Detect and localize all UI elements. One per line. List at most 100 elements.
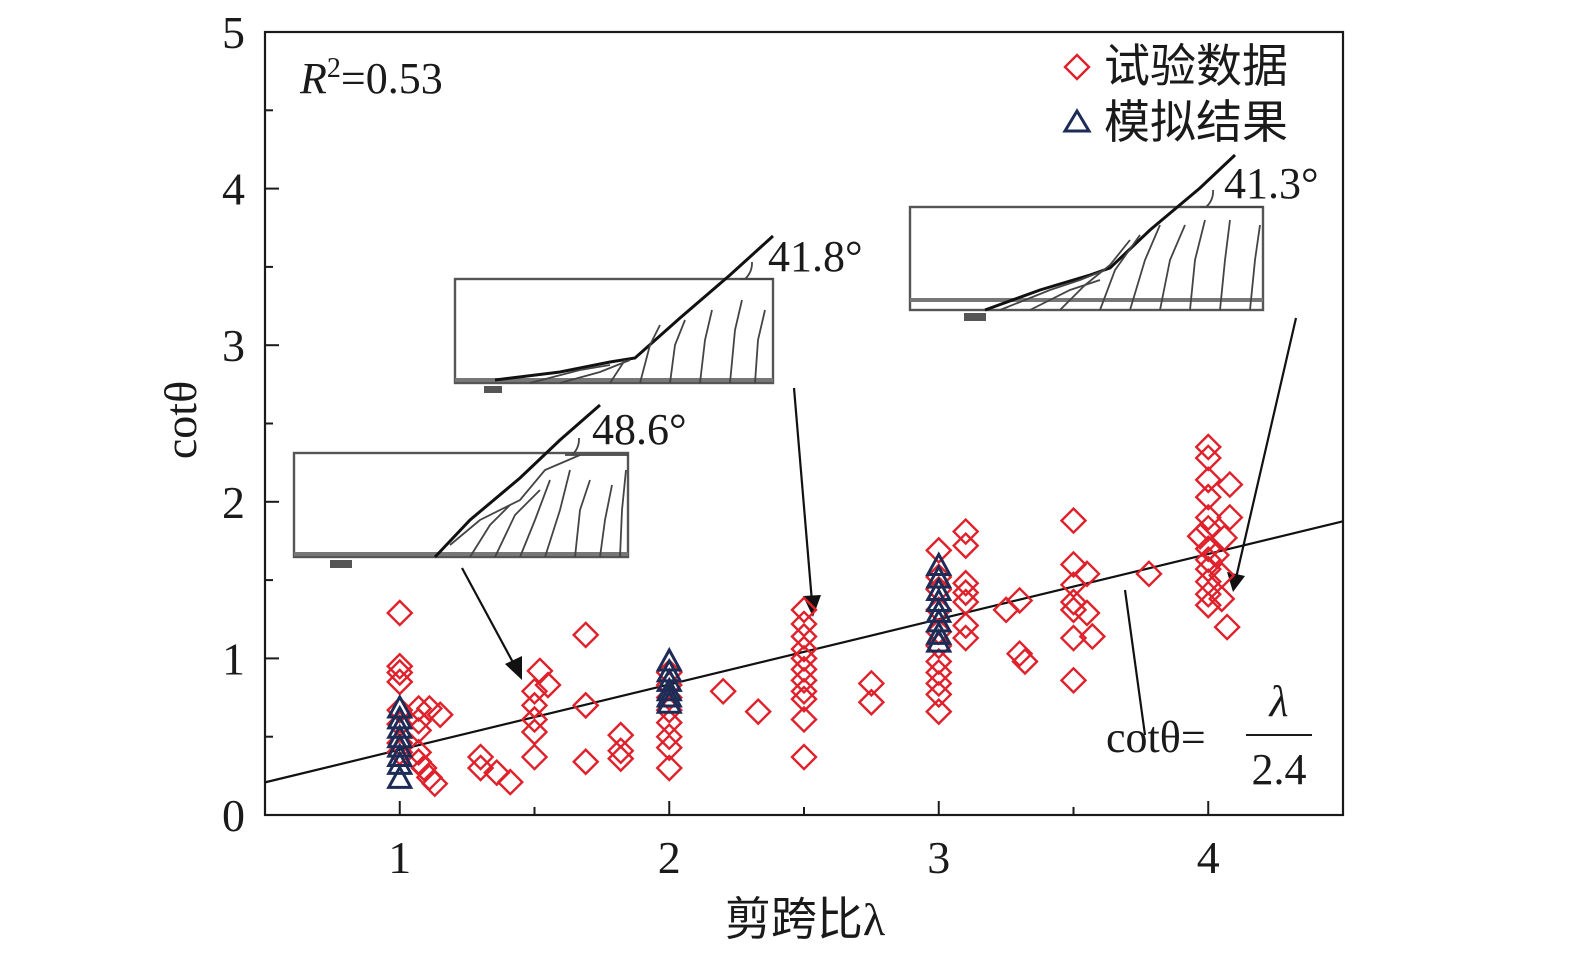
experimental-point xyxy=(925,680,953,709)
beam-diagram-middle: 41.8° xyxy=(453,232,863,393)
x-axis-title: 剪跨比λ xyxy=(725,894,886,945)
y-axis-title: cotθ xyxy=(155,381,206,459)
r2-superscript: 2 xyxy=(327,53,341,84)
experimental-point xyxy=(790,677,818,705)
y-tick-label: 5 xyxy=(222,7,245,58)
legend-label-experimental: 试验数据 xyxy=(1104,41,1288,92)
simulated-point xyxy=(655,676,683,702)
experimental-point xyxy=(1194,466,1222,494)
experimental-point xyxy=(1210,524,1239,552)
beam-outline xyxy=(453,277,775,385)
simulated-point xyxy=(386,750,414,775)
fit-line xyxy=(264,520,1344,784)
experimental-point xyxy=(925,697,953,726)
experimental-point xyxy=(466,754,495,782)
experimental-point xyxy=(1194,444,1222,472)
simulated-point xyxy=(925,620,953,645)
experimental-point xyxy=(1216,470,1244,499)
x-tick-label: 4 xyxy=(1197,832,1220,883)
experimental-point xyxy=(655,723,683,751)
experimental-point xyxy=(520,691,549,720)
experimental-point xyxy=(410,754,438,782)
experimental-point xyxy=(572,691,600,720)
experimental-point xyxy=(1135,560,1163,588)
experimental-point xyxy=(790,666,818,695)
experimental-point xyxy=(1059,550,1088,579)
r-squared-annotation: R2=0.53 xyxy=(299,53,443,103)
experimental-point xyxy=(952,578,980,607)
arrow-middle xyxy=(792,387,814,603)
arrow-left xyxy=(461,567,517,669)
experimental-point xyxy=(857,688,886,716)
experimental-point xyxy=(1059,506,1088,535)
y-tick-label: 0 xyxy=(222,790,245,841)
experimental-point xyxy=(952,624,980,652)
experimental-point xyxy=(572,748,600,776)
experimental-point xyxy=(386,599,414,627)
legend-diamond-icon xyxy=(1063,53,1091,81)
experimental-point xyxy=(1194,433,1222,461)
experimental-point xyxy=(1005,586,1034,615)
formula-pointer xyxy=(1123,589,1147,736)
experimental-point xyxy=(607,744,635,773)
formula-denominator: 2.4 xyxy=(1252,745,1307,794)
experimental-point xyxy=(925,658,953,687)
experimental-point xyxy=(426,701,454,729)
experimental-point xyxy=(1186,522,1214,550)
experimental-point xyxy=(526,657,554,685)
beam-diagram-left: 48.6° xyxy=(292,403,687,568)
beam-outline xyxy=(292,451,630,559)
experimental-point xyxy=(483,759,511,787)
experimental-point xyxy=(386,652,414,680)
experimental-point xyxy=(925,669,953,698)
simulated-point xyxy=(655,689,683,714)
legend: 试验数据 模拟结果 xyxy=(1062,41,1288,148)
experimental-point xyxy=(790,685,818,713)
experimental-point xyxy=(925,647,953,676)
experimental-point xyxy=(790,622,818,651)
experimental-point xyxy=(1011,647,1039,676)
experimental-point xyxy=(607,721,635,749)
experimental-point xyxy=(952,611,980,640)
experimental-point xyxy=(655,733,683,762)
r2-label: R xyxy=(299,54,327,103)
experimental-point xyxy=(607,737,635,765)
experimental-point xyxy=(466,743,495,771)
axis-ticks xyxy=(265,31,1210,816)
legend-label-simulated: 模拟结果 xyxy=(1104,97,1288,148)
experimental-point xyxy=(857,669,886,698)
experimental-point xyxy=(404,694,433,723)
experimental-point xyxy=(790,655,818,684)
support-icon xyxy=(964,313,986,321)
experimental-point xyxy=(709,677,737,705)
simulated-point xyxy=(655,682,683,708)
experimental-point xyxy=(952,531,980,560)
experimental-point xyxy=(655,754,683,782)
experimental-point xyxy=(386,658,414,687)
experimental-point xyxy=(534,671,562,699)
series-simulated xyxy=(386,551,953,789)
experimental-point xyxy=(386,668,414,696)
experimental-point xyxy=(790,644,818,673)
experimental-point xyxy=(952,569,980,597)
experimental-point xyxy=(1208,585,1236,613)
x-tick-label: 1 xyxy=(388,832,411,883)
experimental-point xyxy=(1194,483,1222,511)
x-tick-label: 2 xyxy=(658,832,681,883)
experimental-point xyxy=(1216,503,1244,532)
crack-angle-label: 41.8° xyxy=(768,232,863,281)
crack-angle-label: 48.6° xyxy=(592,405,687,454)
y-tick-label: 2 xyxy=(222,477,245,528)
experimental-point xyxy=(1194,591,1222,619)
x-tick-label: 3 xyxy=(927,832,950,883)
fit-formula: cotθ= λ 2.4 xyxy=(1106,677,1312,794)
experimental-point xyxy=(496,768,524,796)
formula-numerator: λ xyxy=(1267,677,1288,726)
experimental-point xyxy=(1073,599,1101,627)
y-tick-label: 1 xyxy=(222,633,245,684)
experimental-point xyxy=(1194,580,1222,608)
experimental-point xyxy=(1078,622,1107,651)
y-tick-label: 3 xyxy=(222,320,245,371)
